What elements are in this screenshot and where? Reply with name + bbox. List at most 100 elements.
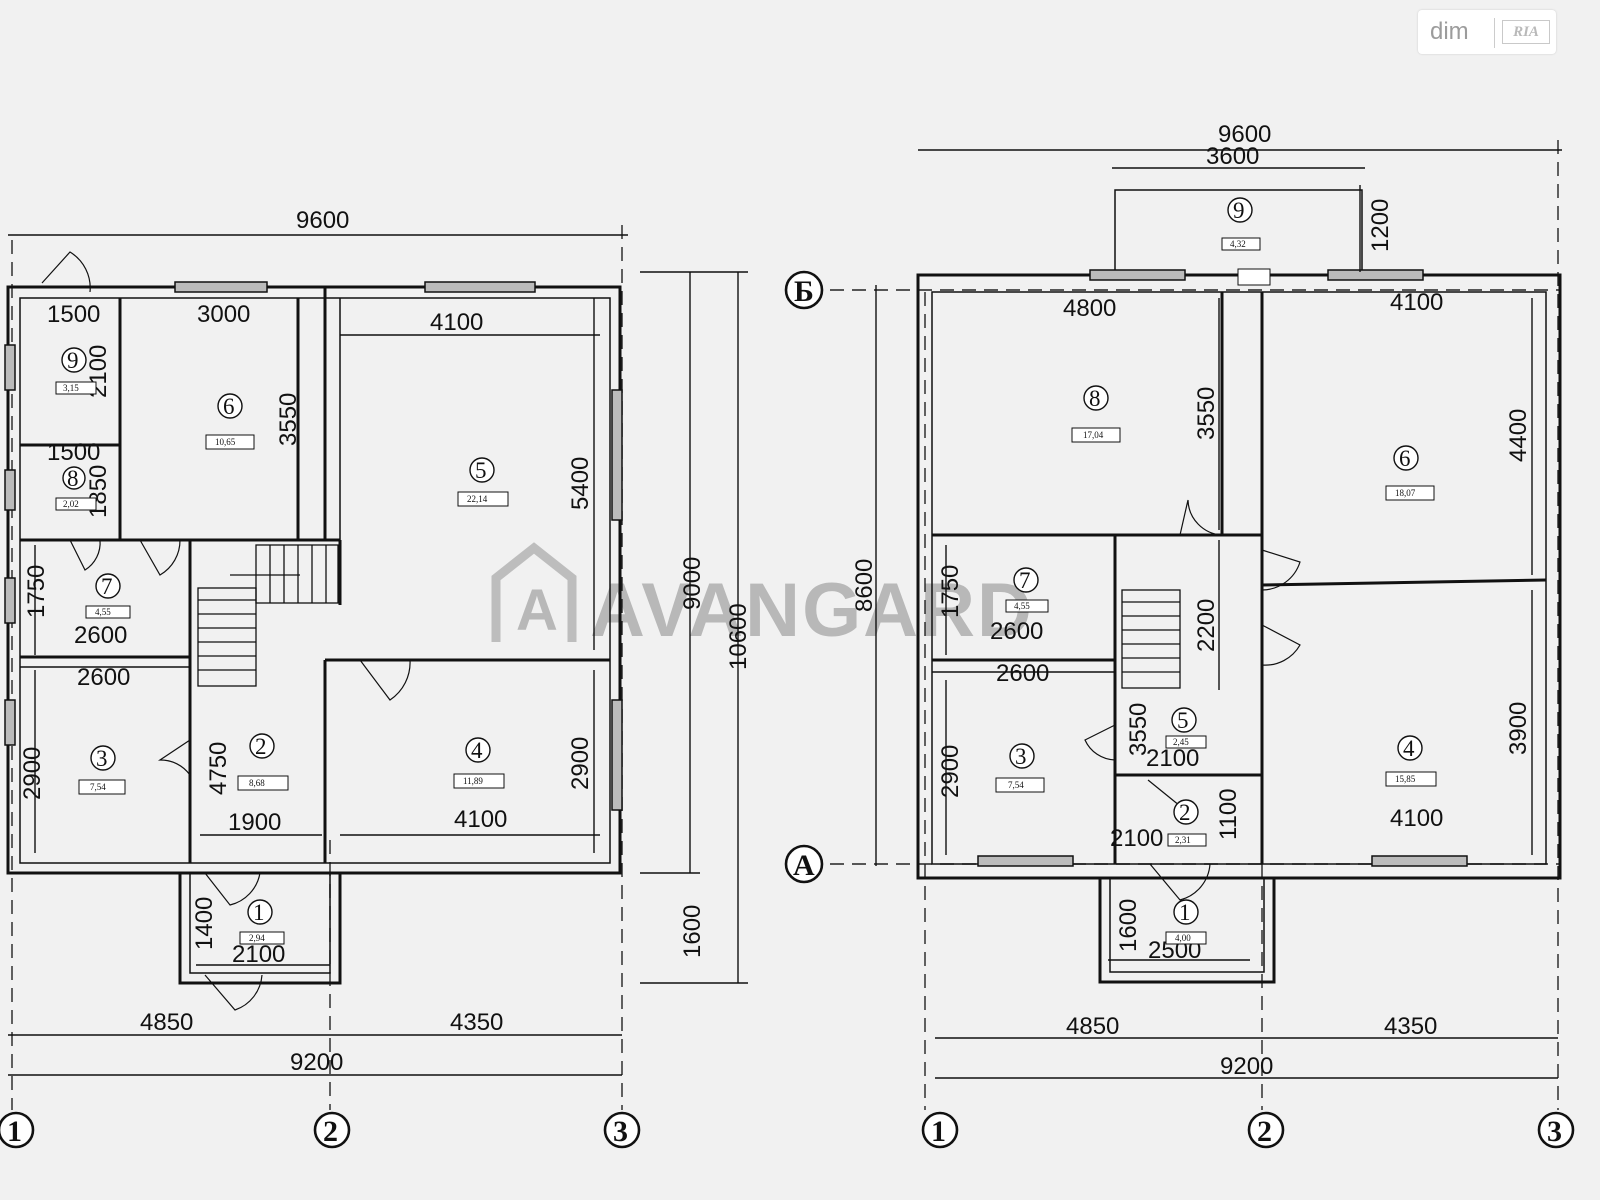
room-number: 4	[471, 738, 483, 763]
dim-r2-height: 4750	[205, 742, 232, 795]
room-number: 2	[255, 734, 267, 759]
room-3: 3 7,54	[78, 745, 126, 795]
dim-r3-height: 2900	[19, 747, 46, 800]
room-number: 9	[1233, 198, 1245, 223]
dim-ria-badge: dim RIA	[1418, 10, 1556, 54]
door-swing	[204, 872, 261, 906]
room-number: 3	[1015, 744, 1027, 769]
room-5: 5 2,45	[1165, 707, 1207, 749]
staircase	[197, 544, 339, 687]
axis-marker-b: Б	[784, 270, 824, 310]
watermark-house-icon	[491, 542, 577, 642]
dim-balcony-height: 1200	[1367, 199, 1394, 252]
window	[4, 469, 16, 511]
dim-right-main: 9000	[679, 557, 706, 610]
dim-r4-height: 2900	[567, 737, 594, 790]
room-number: 5	[475, 458, 487, 483]
dim-r7-width: 2600	[74, 622, 127, 649]
room-1: 1 4,00	[1165, 899, 1207, 945]
axis-marker-2: 2	[313, 1111, 351, 1149]
room-4: 4 11,89	[453, 737, 505, 789]
room-area: 17,04	[1083, 430, 1104, 440]
room-number: 9	[67, 348, 79, 373]
axis-marker-3: 3	[603, 1111, 641, 1149]
ground-floor-plan: 9600 1500 3000 4100 2100 1500 1850 3550 …	[0, 207, 752, 1149]
door-swing	[1149, 863, 1211, 901]
door-swing	[41, 251, 91, 293]
room-area: 2,31	[1175, 835, 1191, 845]
window	[1371, 855, 1468, 867]
room-1: 1 2,94	[239, 899, 285, 945]
dim-r4-width: 4100	[1390, 805, 1443, 832]
dim-r6-width: 4100	[1390, 289, 1443, 316]
axis-marker-a: А	[784, 844, 824, 884]
room-number: 2	[1179, 800, 1191, 825]
door-swing	[139, 539, 181, 576]
room-number: 4	[1403, 736, 1415, 761]
dim-r8-width: 1500	[47, 439, 100, 466]
room-number: 6	[1399, 446, 1411, 471]
wall	[1261, 578, 1547, 587]
room-area: 4,32	[1230, 239, 1246, 249]
room-8: 8 2,02	[55, 466, 97, 511]
room-area: 7,54	[1008, 780, 1024, 790]
porch-inner	[1109, 877, 1265, 973]
window	[1089, 269, 1186, 281]
axis-label: 1	[931, 1115, 946, 1148]
window	[174, 281, 268, 293]
dim-r5-width: 2100	[1146, 745, 1199, 772]
balcony-outline	[1114, 189, 1363, 275]
window	[4, 577, 16, 624]
ria-logo: RIA	[1502, 20, 1550, 44]
axis-label: 1	[7, 1115, 22, 1148]
room-9: 9 3,15	[55, 347, 97, 395]
room-area: 3,15	[63, 383, 79, 393]
dim-hall-height: 2200	[1193, 599, 1220, 652]
door-swing	[204, 974, 263, 1011]
dim-overall-top: 9600	[1218, 121, 1271, 148]
staircase	[1121, 589, 1181, 689]
axis-marker-2: 2	[1247, 1111, 1285, 1149]
room-2: 2 8,68	[237, 733, 289, 791]
room-area: 8,68	[249, 778, 265, 788]
room-area: 2,94	[249, 933, 265, 943]
dim-balcony-width: 3600	[1206, 143, 1259, 170]
dim-r8-width: 4800	[1063, 295, 1116, 322]
dim-r4-width: 4100	[454, 806, 507, 833]
room-5: 5 22,14	[457, 457, 509, 507]
avangard-watermark: A AVANGARD	[491, 542, 1034, 653]
watermark-brand: AVANGARD	[590, 568, 1034, 653]
dim-left-total: 8600	[851, 559, 878, 612]
room-area: 4,55	[95, 607, 111, 617]
room-2: 2 2,31	[1167, 799, 1207, 847]
axis-marker-1: 1	[0, 1111, 35, 1149]
dim-r4-height: 3900	[1505, 702, 1532, 755]
room-number: 1	[1179, 900, 1191, 925]
axis-label: 3	[1547, 1115, 1562, 1148]
dim-r5-height: 3550	[1125, 703, 1152, 756]
dim-porch-height: 1400	[191, 897, 218, 950]
room-area: 4,00	[1175, 933, 1191, 943]
dim-overall-top: 9600	[296, 207, 349, 234]
door-swing	[157, 739, 191, 776]
room-number: 1	[253, 900, 265, 925]
door-swing	[1261, 624, 1301, 666]
axis-label: 3	[613, 1115, 628, 1148]
room-area: 11,89	[463, 776, 483, 786]
dim-porch-height: 1600	[1115, 899, 1142, 952]
room-number: 7	[1019, 568, 1031, 593]
dim-r3-height: 2900	[937, 745, 964, 798]
room-6: 6 18,07	[1385, 445, 1435, 501]
room-area: 10,65	[215, 437, 236, 447]
room-7: 7 4,55	[85, 573, 131, 619]
room-number: 8	[67, 466, 79, 491]
dim-bottom-total: 9200	[1220, 1053, 1273, 1080]
room-9: 9 4,32	[1221, 197, 1261, 251]
upper-floor-plan: 9600 3600 1200 8600 4800 4100 3550 4400 …	[784, 121, 1575, 1149]
room-number: 5	[1177, 708, 1189, 733]
room-area: 7,54	[90, 782, 106, 792]
dim-r8-height: 3550	[1193, 387, 1220, 440]
chimney	[1237, 268, 1271, 286]
dim-porch-width: 2100	[232, 941, 285, 968]
